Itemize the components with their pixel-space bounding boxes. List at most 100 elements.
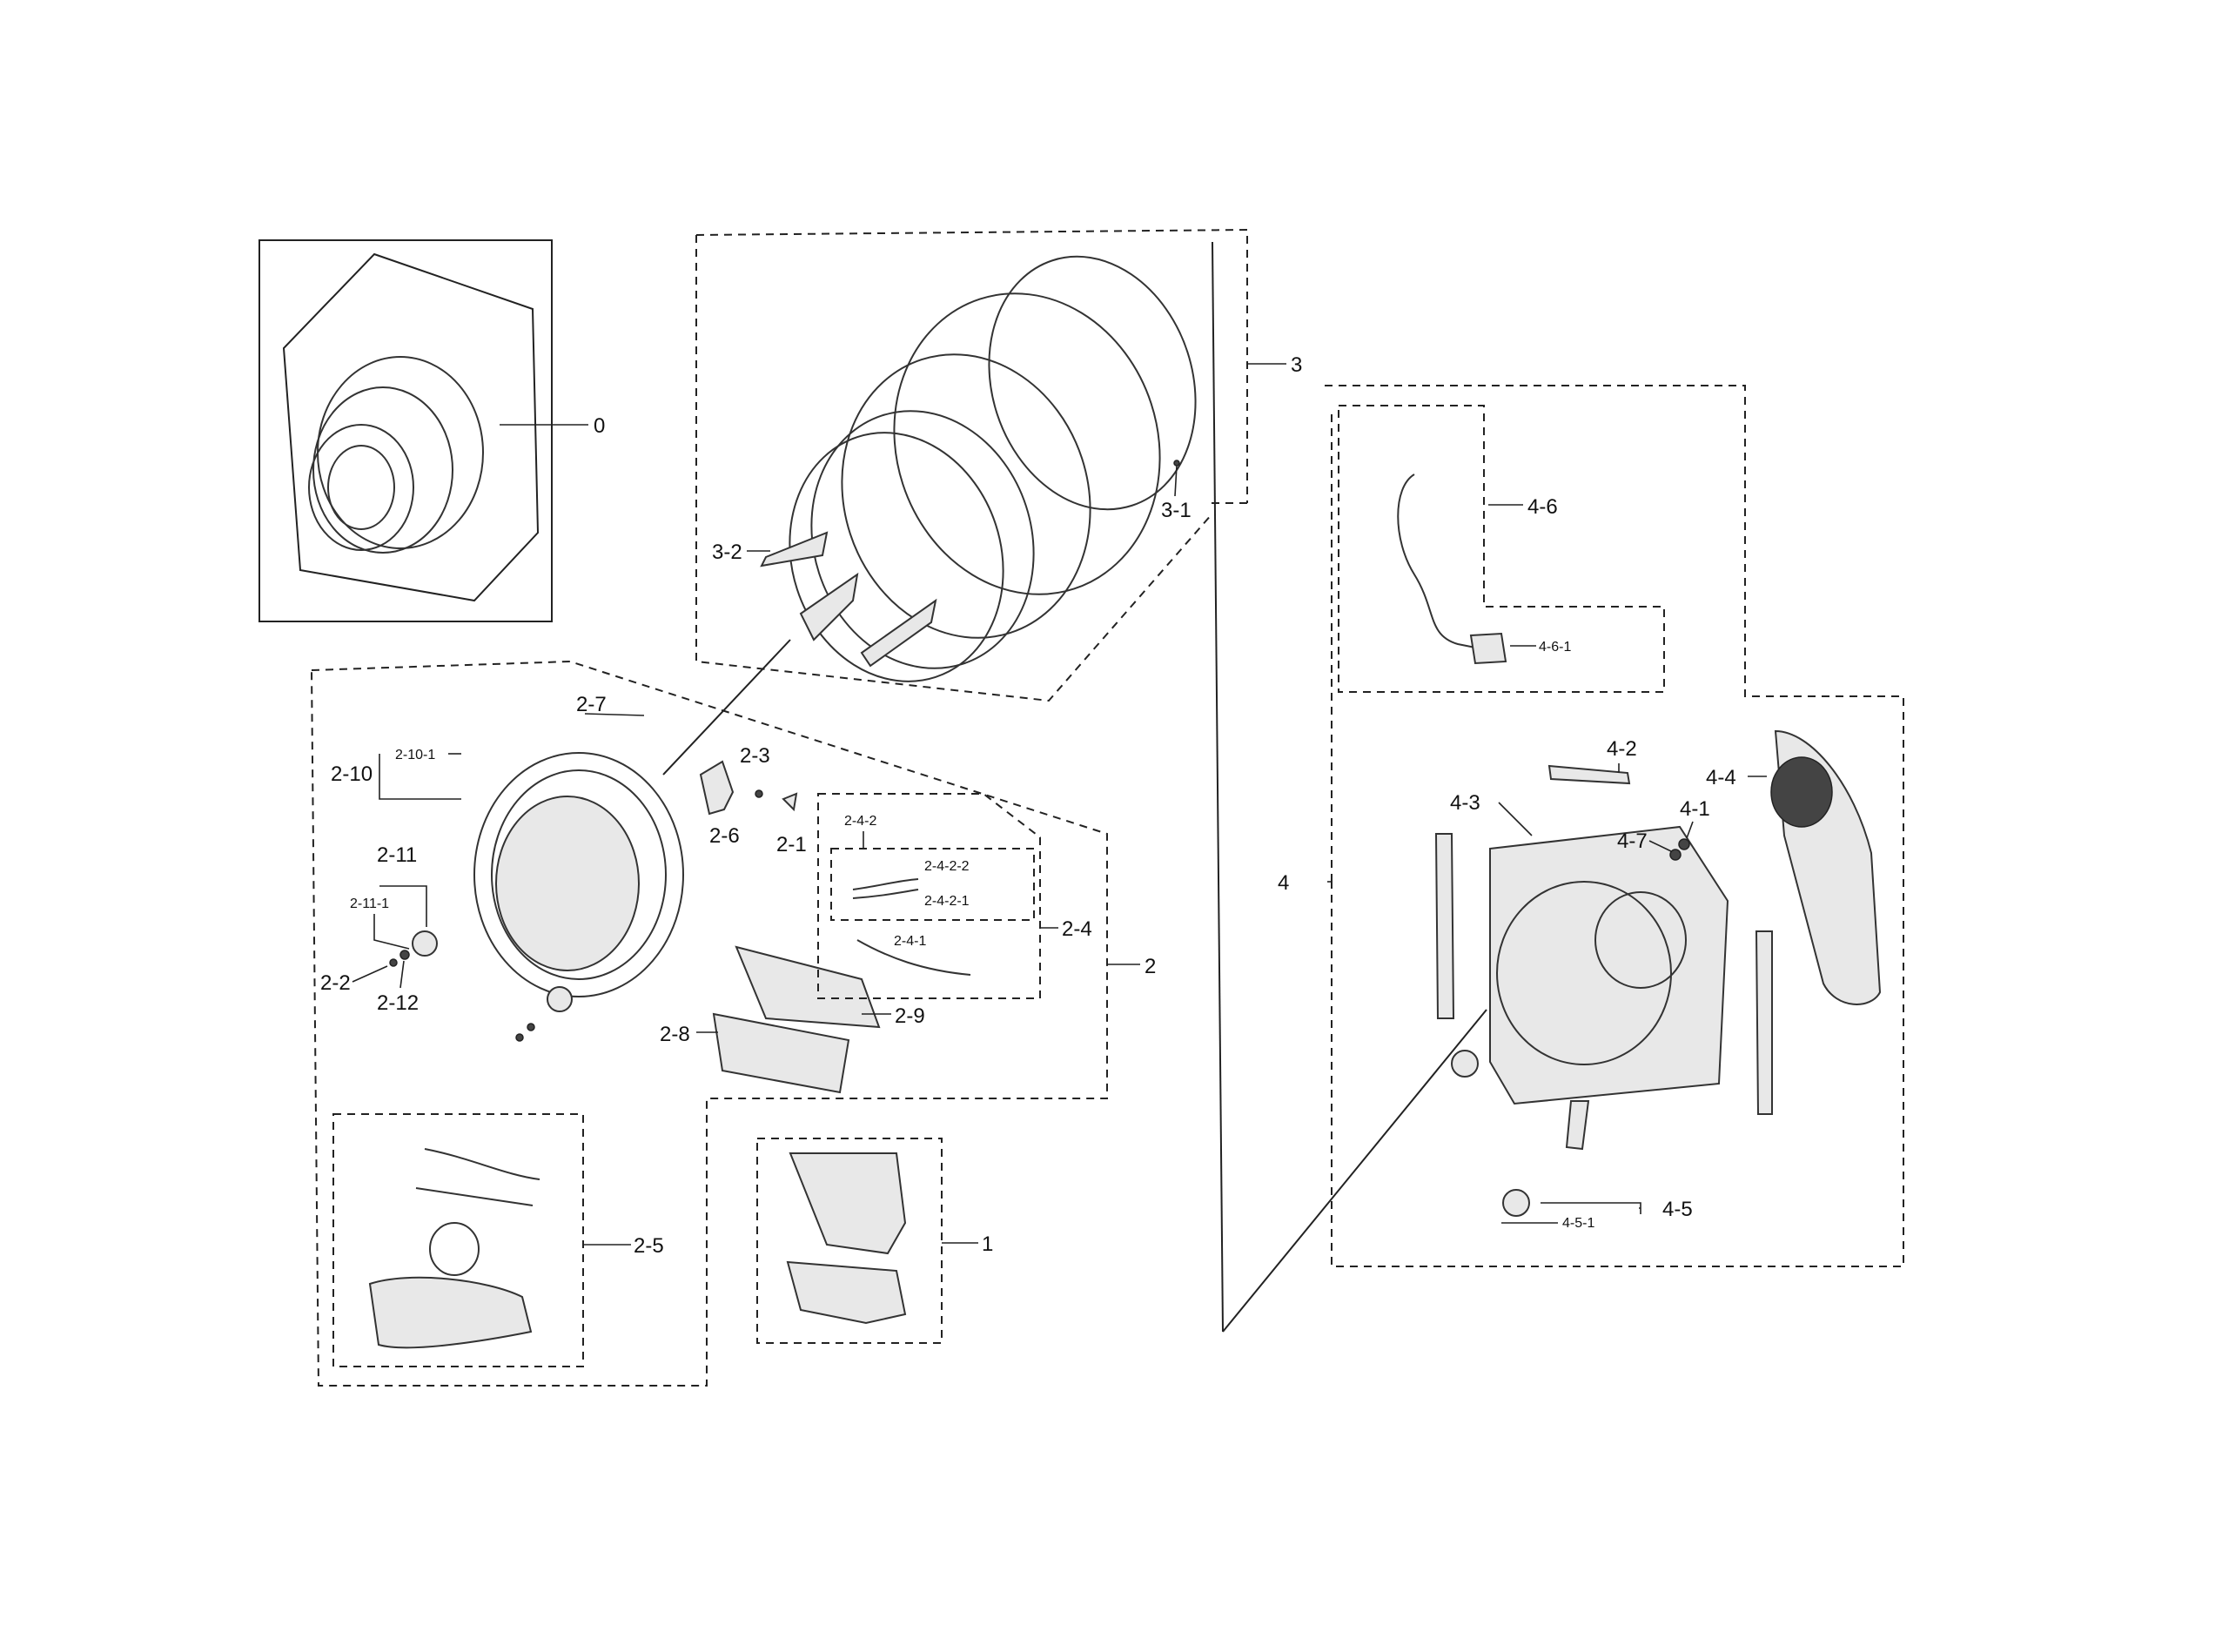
label-3-2: 3-2	[712, 541, 742, 564]
label-4-5: 4-5	[1662, 1198, 1693, 1221]
duct-housing	[368, 1276, 533, 1349]
door-group-box	[756, 1138, 943, 1344]
drum-rear-ring	[988, 255, 1197, 511]
drum-front-seal	[789, 432, 1004, 682]
leader-3-1	[1174, 465, 1178, 497]
drum-front-ring	[810, 410, 1035, 669]
washer-2-12	[399, 950, 410, 960]
leader-4-3	[1498, 802, 1533, 836]
lamp-back	[1451, 1050, 1479, 1078]
front-panel-outer	[473, 752, 684, 997]
label-2-4-2-2: 2-4-2-2	[924, 859, 970, 874]
label-2-4-2-1: 2-4-2-1	[924, 894, 970, 909]
bracket-left	[1434, 833, 1455, 1019]
drum-to-front-panel-line	[662, 639, 791, 776]
door-group: 1	[756, 1138, 993, 1344]
drum-baffle-top	[760, 531, 829, 567]
screw-lower-b	[515, 1033, 524, 1042]
label-4: 4	[1278, 871, 1289, 895]
lamp-2-11	[412, 930, 438, 957]
duct-filter-4-4	[1770, 756, 1833, 828]
label-2-10: 2-10	[331, 762, 373, 786]
terminal-4-6-1	[1469, 632, 1507, 665]
back-panel-group: 4-6 4-6-1 4 4-2 4-3 4-4 4-1 4-7 4-5 4-5-…	[1278, 385, 1904, 1267]
leader-2-7	[584, 713, 645, 716]
duct-subgroup-box	[332, 1113, 584, 1367]
assembly-overview-group: 0	[258, 239, 605, 622]
thermistor-4-5	[1502, 1189, 1530, 1217]
drum-baffle-bottom	[860, 598, 937, 668]
drum-assembly-mid	[312, 386, 453, 554]
label-4-6-1: 4-6-1	[1539, 640, 1571, 655]
leader-4-7	[1648, 840, 1672, 852]
label-4-7: 4-7	[1617, 829, 1648, 853]
bracket-right	[1755, 930, 1773, 1115]
drum-body-front	[841, 353, 1091, 639]
filter-cover-2-8	[712, 1012, 850, 1094]
sensor-wire-2-4-2-1	[852, 889, 919, 899]
back-panel-4-3	[1489, 825, 1729, 1105]
assembly-outline	[282, 252, 540, 602]
leader-2-11-1	[373, 914, 410, 950]
screw-4-1	[1678, 838, 1690, 850]
label-2-8: 2-8	[660, 1023, 690, 1046]
leader-4-1	[1686, 821, 1694, 839]
label-2-11-1: 2-11-1	[350, 897, 389, 911]
back-panel-vent	[1594, 891, 1687, 989]
drum-to-back-panel-line	[1222, 1009, 1487, 1333]
sensor-wire-subgroup-box	[830, 848, 1035, 921]
back-panel-group-box	[1325, 385, 1904, 1267]
leader-2-10	[379, 754, 461, 800]
label-4-1: 4-1	[1680, 797, 1710, 821]
label-2-4-1: 2-4-1	[894, 934, 926, 949]
label-2-7: 2-7	[576, 693, 607, 716]
door-gasket-lower	[786, 1260, 907, 1325]
label-4-3: 4-3	[1450, 791, 1480, 815]
label-2-5: 2-5	[634, 1234, 664, 1258]
label-2-4: 2-4	[1062, 917, 1092, 941]
washer-4-7	[1669, 849, 1682, 861]
label-3: 3	[1291, 353, 1302, 377]
screw-lower-a	[527, 1023, 535, 1031]
screw-2-2	[389, 958, 398, 967]
filter-housing-2-9	[735, 945, 881, 1029]
label-4-5-1: 4-5-1	[1562, 1216, 1594, 1231]
sensor-2-4-1	[856, 939, 971, 976]
label-2-11: 2-11	[377, 843, 417, 867]
label-2-9: 2-9	[895, 1004, 925, 1028]
label-3-1: 3-1	[1161, 499, 1192, 522]
label-2-10-1: 2-10-1	[395, 748, 435, 762]
screw-2-3	[755, 789, 763, 798]
label-4-2: 4-2	[1607, 737, 1637, 761]
label-2-12: 2-12	[377, 991, 419, 1015]
sensor-mount-4-5	[1565, 1100, 1590, 1151]
part-2-1	[782, 792, 798, 812]
duct-strip-upper	[424, 1148, 540, 1180]
label-4-4: 4-4	[1706, 766, 1736, 789]
drum-baffle-left	[799, 572, 859, 641]
drum-group-box-left	[695, 235, 1213, 702]
duct-seal-ring	[429, 1222, 480, 1276]
front-panel-group: 2-7 2-10 2-10-1 2-3 2-6 2-1 2-11 2-11-1 …	[310, 660, 1156, 1387]
assembly-overview-frame	[258, 239, 553, 622]
leader-2-11	[379, 885, 427, 927]
front-panel-group-box	[310, 660, 1108, 1387]
leader-2-2	[352, 965, 388, 983]
door-gasket-upper	[789, 1152, 907, 1255]
front-panel-inner	[491, 769, 667, 980]
drum-group-box-top	[695, 228, 1248, 504]
label-2-1: 2-1	[776, 833, 807, 856]
bracket-4-2	[1547, 764, 1631, 785]
label-2-3: 2-3	[740, 744, 770, 768]
drum-screw	[1173, 460, 1180, 467]
sensor-wire-2-4-2-2	[852, 878, 919, 890]
drum-group: 3 3-1 3-2	[662, 228, 1487, 1333]
duct-strip-lower	[415, 1187, 534, 1206]
label-2-4-2: 2-4-2	[844, 814, 876, 829]
label-2-6: 2-6	[709, 824, 740, 848]
leader-4-5	[1541, 1202, 1641, 1214]
label-1: 1	[982, 1232, 993, 1256]
power-cord-4-6	[1397, 473, 1480, 649]
drum-group-bracket-line	[1212, 241, 1224, 1333]
